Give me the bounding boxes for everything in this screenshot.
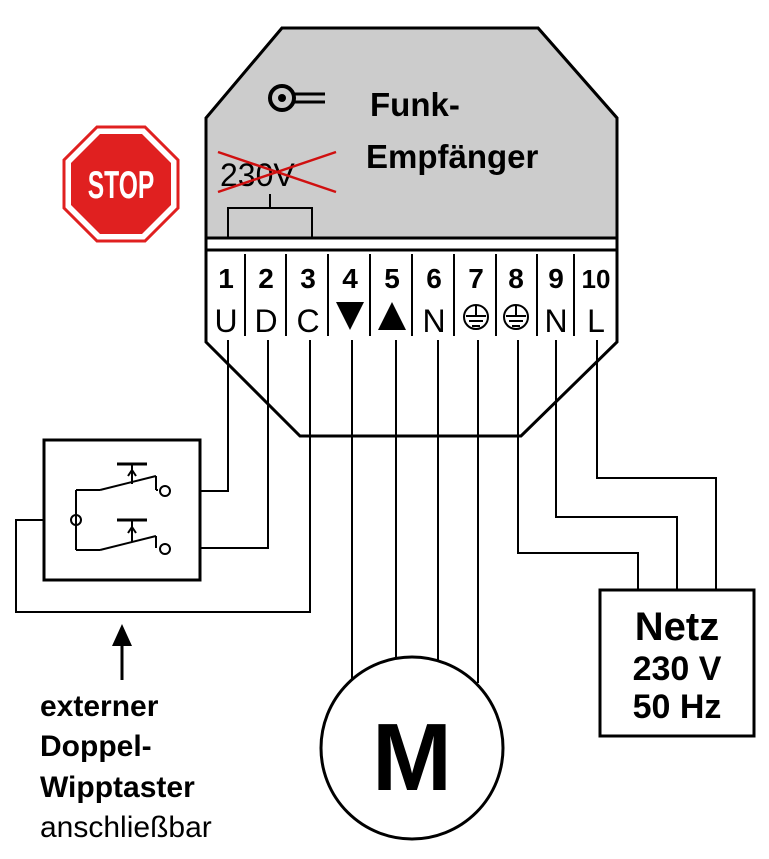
terminal-number-1: 1 — [218, 263, 234, 294]
terminal-number-5: 5 — [384, 263, 400, 294]
switch-caption-line1: externer — [40, 690, 159, 723]
arrow-up-icon — [112, 624, 132, 680]
triangle-up-icon — [378, 302, 406, 330]
contact-bracket — [227, 194, 313, 238]
receiver-title-line2: Empfänger — [366, 138, 539, 175]
terminal-code-10: L — [587, 303, 605, 339]
double-rocker-switch — [42, 438, 202, 582]
antenna-icon — [268, 84, 325, 112]
terminal-codes: U D C N N L — [214, 303, 604, 339]
power-label-frequency: 50 Hz — [633, 688, 722, 726]
triangle-down-icon — [336, 302, 364, 330]
motor-label: M — [372, 704, 452, 811]
switch-caption-line4: anschließbar — [40, 811, 212, 844]
terminal-code-3: C — [296, 303, 319, 339]
power-supply-box — [598, 588, 756, 738]
terminal-number-8: 8 — [508, 263, 524, 294]
terminal-code-1: U — [214, 303, 237, 339]
switch-caption-line2: Doppel- — [40, 730, 152, 763]
wiring — [15, 340, 717, 683]
switch-caption-line3: Wipptaster — [40, 771, 195, 804]
cross-out-mark — [217, 150, 337, 194]
terminal-code-6: N — [422, 303, 445, 339]
power-label-voltage: 230 V — [633, 650, 722, 688]
terminal-code-2: D — [254, 303, 277, 339]
stop-sign-text: STOP — [88, 162, 155, 206]
ground-icon — [463, 304, 489, 330]
terminal-block — [244, 254, 575, 336]
power-label-netz: Netz — [635, 605, 719, 649]
stop-sign-icon: STOP — [62, 125, 180, 243]
terminal-numbers: 1 2 3 4 5 6 7 8 9 10 — [218, 263, 610, 294]
terminal-code-9: N — [544, 303, 567, 339]
terminal-number-3: 3 — [300, 263, 316, 294]
receiver-title-line1: Funk- — [370, 86, 460, 123]
terminal-number-2: 2 — [258, 263, 274, 294]
motor — [319, 655, 505, 841]
terminal-number-10: 10 — [582, 264, 611, 294]
terminal-number-7: 7 — [468, 263, 484, 294]
terminal-number-6: 6 — [426, 263, 442, 294]
terminal-number-4: 4 — [342, 263, 358, 294]
switch-contact-icon — [70, 462, 171, 555]
ground-icon — [503, 304, 529, 330]
receiver-top-panel — [204, 26, 619, 240]
terminal-number-9: 9 — [548, 263, 564, 294]
